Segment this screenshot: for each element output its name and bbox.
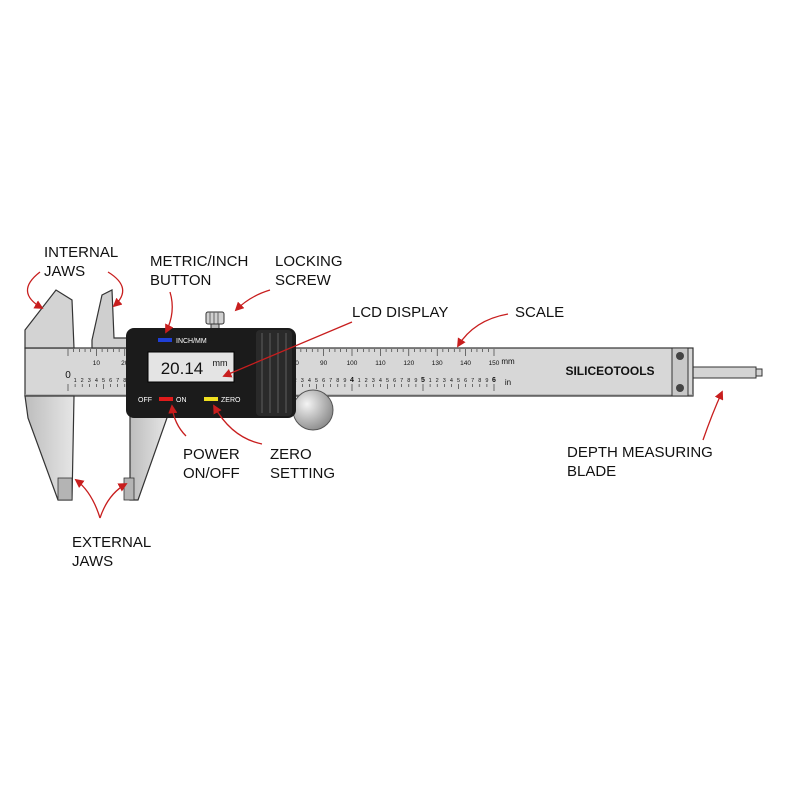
inch-minor-label: 2 — [436, 378, 439, 384]
inch-minor-label: 1 — [74, 378, 77, 384]
inch-minor-label: 4 — [379, 378, 382, 384]
label-lcd-display: LCD DISPLAY — [352, 304, 449, 321]
annotation-arrows — [26, 271, 724, 519]
inch-minor-label: 4 — [95, 378, 98, 384]
off-label: OFF — [138, 397, 152, 404]
inch-minor-label: 7 — [329, 378, 332, 384]
inch-minor-label: 7 — [471, 378, 474, 384]
inch-minor-label: 6 — [322, 378, 325, 384]
inch-minor-label: 4 — [450, 378, 453, 384]
scale-unit-in: in — [505, 378, 511, 387]
power-button[interactable] — [159, 397, 173, 401]
end-screw-bottom — [676, 384, 684, 392]
inch-minor-label: 6 — [109, 378, 112, 384]
inch-minor-label: 1 — [429, 378, 432, 384]
mm-tick-label: 100 — [347, 360, 358, 367]
scale-zero-label: 0 — [65, 370, 71, 381]
inch-minor-label: 8 — [336, 378, 339, 384]
label-scale: SCALE — [515, 304, 565, 321]
mm-tick-label: 130 — [432, 360, 443, 367]
inch-minor-label: 5 — [386, 378, 389, 384]
inch-mm-button-label: INCH/MM — [176, 338, 207, 345]
inch-minor-label: 7 — [400, 378, 403, 384]
arrow-internal-jaws-right — [107, 271, 124, 308]
inch-minor-label: 9 — [343, 378, 346, 384]
inch-major-label: 4 — [350, 377, 354, 384]
inch-major-label: 5 — [421, 377, 425, 384]
inch-minor-label: 5 — [102, 378, 105, 384]
mm-tick-label: 20 — [121, 360, 129, 367]
inch-mm-button[interactable] — [158, 338, 172, 342]
lcd-screen — [147, 351, 235, 383]
zero-button[interactable] — [204, 397, 218, 401]
mm-tick-label: 120 — [403, 360, 414, 367]
scale-unit-mm: mm — [501, 357, 515, 366]
mm-tick-label: 90 — [320, 360, 328, 367]
inch-minor-label: 2 — [81, 378, 84, 384]
arrow-metric-inch — [165, 291, 174, 334]
arrow-power — [168, 404, 187, 437]
inch-minor-label: 3 — [443, 378, 446, 384]
arrow-lcd-display — [222, 321, 353, 378]
inch-minor-label: 8 — [478, 378, 481, 384]
inch-minor-label: 5 — [457, 378, 460, 384]
internal-jaw-slider — [91, 289, 129, 349]
arrow-external-jaws-right — [99, 483, 128, 519]
inch-minor-label: 8 — [407, 378, 410, 384]
lcd-unit: mm — [213, 358, 228, 368]
inch-minor-label: 5 — [315, 378, 318, 384]
locking-screw — [205, 311, 225, 331]
inch-minor-label: 3 — [372, 378, 375, 384]
inch-minor-label: 8 — [123, 378, 126, 384]
thumb-wheel — [292, 389, 334, 431]
mm-tick-label: 140 — [460, 360, 471, 367]
mm-tick-label: 110 — [375, 360, 386, 367]
inch-minor-label: 9 — [485, 378, 488, 384]
inch-minor-label: 9 — [414, 378, 417, 384]
end-screw-top — [676, 352, 684, 360]
mm-tick-label: 150 — [489, 360, 500, 367]
arrow-scale — [457, 313, 509, 348]
on-label: ON — [176, 397, 187, 404]
inch-minor-label: 2 — [365, 378, 368, 384]
inch-minor-label: 3 — [301, 378, 304, 384]
fixed-jaw — [24, 289, 75, 501]
lcd-value: 20.14 — [161, 359, 204, 378]
zero-label: ZERO — [221, 397, 241, 404]
inch-major-label: 6 — [492, 377, 496, 384]
inch-minor-label: 4 — [308, 378, 311, 384]
inch-minor-label: 6 — [393, 378, 396, 384]
inch-minor-label: 1 — [358, 378, 361, 384]
inch-minor-label: 6 — [464, 378, 467, 384]
arrow-depth-blade — [702, 390, 724, 441]
mm-tick-label: 10 — [93, 360, 101, 367]
arrow-internal-jaws-left — [26, 271, 44, 309]
depth-measuring-blade — [687, 366, 763, 379]
end-plate — [671, 347, 689, 397]
arrow-zero — [213, 404, 263, 445]
arrow-external-jaws-left — [74, 478, 101, 519]
brand-label: SILICEOTOOLS — [565, 364, 654, 378]
inch-minor-label: 7 — [116, 378, 119, 384]
inch-minor-label: 3 — [88, 378, 91, 384]
arrow-locking-screw — [234, 289, 271, 312]
